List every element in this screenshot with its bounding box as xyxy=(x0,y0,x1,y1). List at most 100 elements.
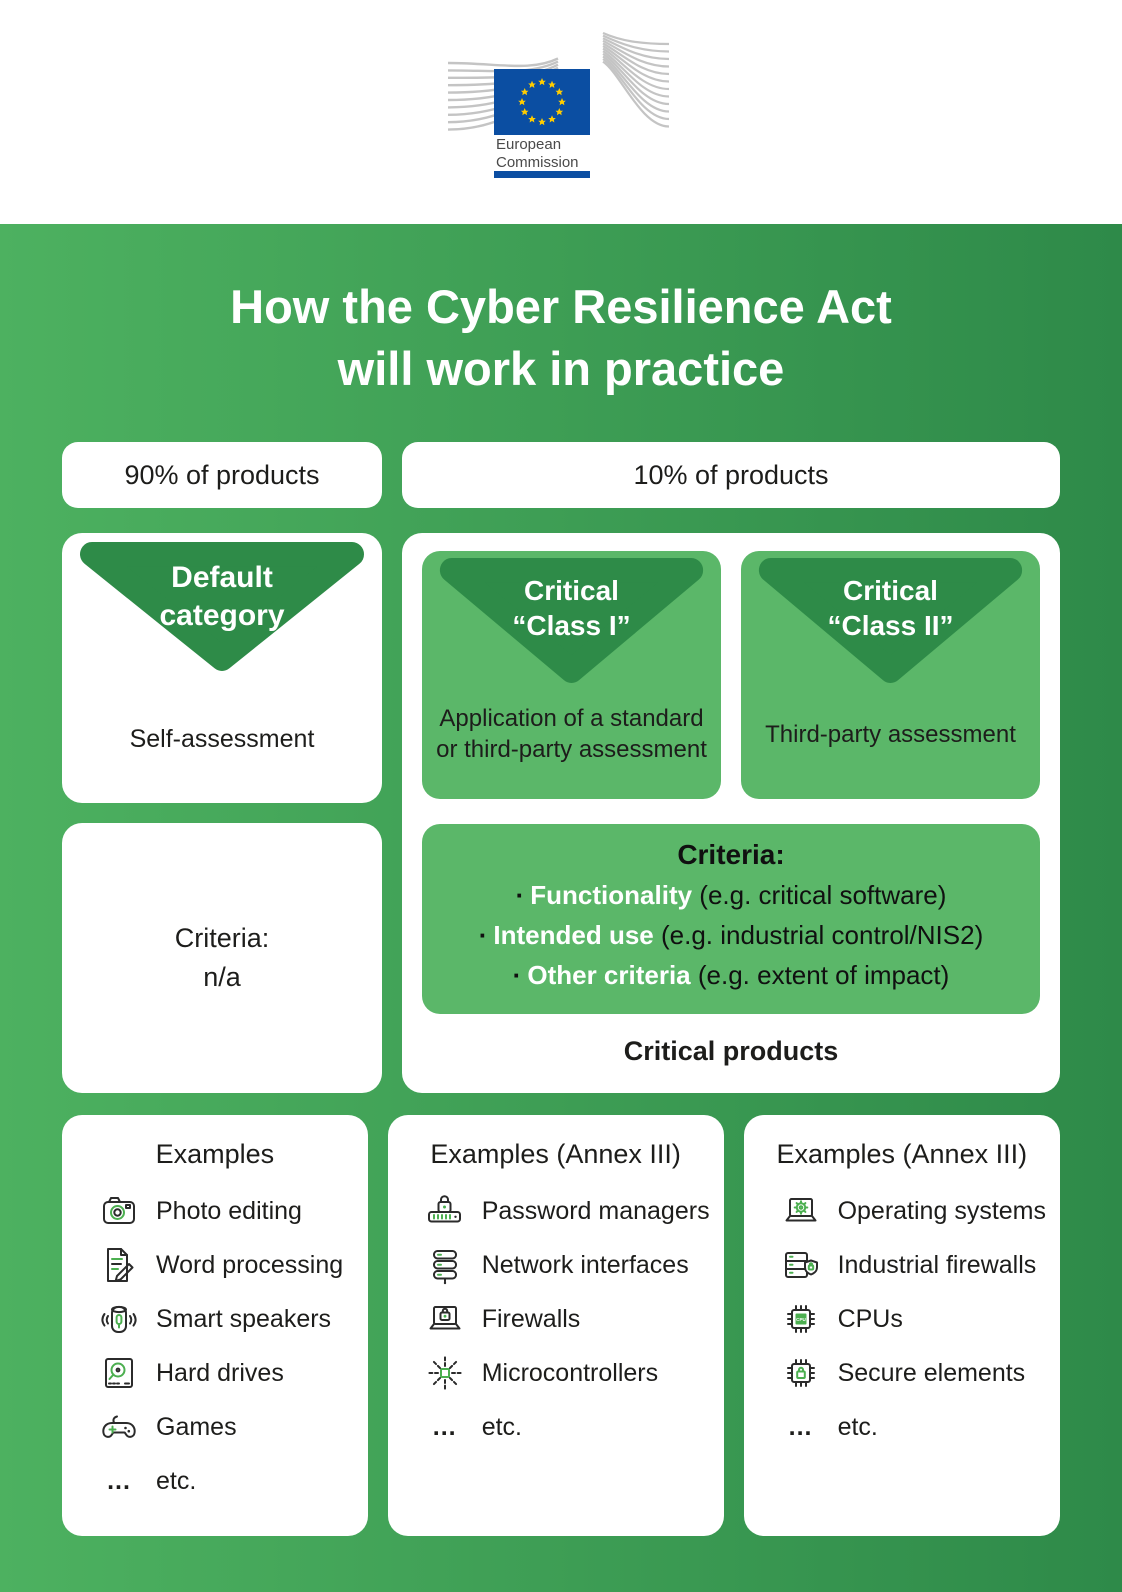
default-category-column: Default category Self-assessment Criteri… xyxy=(62,533,382,1094)
example-label: etc. xyxy=(156,1466,197,1495)
laptop-shield-icon xyxy=(424,1298,466,1340)
page-title-line2: will work in practice xyxy=(337,342,785,396)
example-label: Photo editing xyxy=(156,1196,302,1225)
examples-card-class1: Examples (Annex III) Password managers xyxy=(387,1115,724,1537)
laptop-gear-icon xyxy=(780,1190,822,1232)
camera-icon xyxy=(98,1190,140,1232)
criteria-box-title: Criteria: xyxy=(677,839,785,871)
example-label: Games xyxy=(156,1412,237,1441)
default-category-card: Default category Self-assessment xyxy=(62,533,382,804)
class2-pennant-line2: “Class II” xyxy=(827,610,954,642)
class2-pennant-line1: Critical xyxy=(843,575,938,607)
list-item: Secure elements xyxy=(758,1346,1046,1400)
ellipsis-glyph: ... xyxy=(107,1466,131,1495)
pennant-shape xyxy=(758,558,1023,683)
criteria-rest: (e.g. extent of impact) xyxy=(697,960,950,991)
criteria-keyword: Other criteria xyxy=(527,960,691,991)
logo-blue-bar xyxy=(494,171,590,178)
server-shield-icon xyxy=(780,1244,822,1286)
page-header: European Commission xyxy=(0,24,1122,224)
example-label: Hard drives xyxy=(156,1358,284,1387)
list-item: Microcontrollers xyxy=(402,1346,710,1400)
example-label: Operating systems xyxy=(837,1196,1046,1225)
cpu-chip-icon: CPU xyxy=(780,1298,822,1340)
cpu-icon-text: CPU xyxy=(796,1317,806,1322)
criteria-na-line2: n/a xyxy=(203,962,241,993)
pennant-shape xyxy=(439,558,704,683)
ellipsis-icon: ... xyxy=(98,1460,140,1502)
ellipsis-icon: ... xyxy=(424,1406,466,1448)
list-item: Password managers xyxy=(402,1184,710,1238)
criteria-rest: (e.g. industrial control/NIS2) xyxy=(661,920,984,951)
critical-class1-card: Critical “Class I” Application of a stan… xyxy=(422,551,721,800)
example-label: etc. xyxy=(481,1412,522,1441)
criteria-box: Criteria: ·Functionality (e.g. critical … xyxy=(422,824,1040,1015)
list-item: Hard drives xyxy=(76,1346,354,1400)
logo-wordmark: European Commission xyxy=(496,136,579,171)
critical-class2-card: Critical “Class II” Third-party assessme… xyxy=(741,551,1040,800)
hard-drive-icon xyxy=(98,1352,140,1394)
ellipsis-glyph: ... xyxy=(788,1412,813,1441)
bullet-dot: · xyxy=(515,880,525,911)
eu-flag-icon xyxy=(494,69,590,135)
class2-pennant-label: Critical “Class II” xyxy=(741,573,1040,643)
list-item: Word processing xyxy=(76,1238,354,1292)
chip-lock-icon xyxy=(780,1352,822,1394)
critical-categories-card: Critical “Class I” Application of a stan… xyxy=(402,533,1060,1094)
examples-card-default: Examples Photo editing xyxy=(62,1115,368,1537)
ellipsis-glyph: ... xyxy=(432,1412,457,1441)
logo-right-wing-icon xyxy=(602,31,670,128)
criteria-item-functionality: ·Functionality (e.g. critical software) xyxy=(430,880,1032,911)
european-commission-logo: European Commission xyxy=(448,24,674,182)
class1-pennant-line2: “Class I” xyxy=(512,610,631,642)
criteria-rest: (e.g. critical software) xyxy=(699,880,947,911)
list-item: ... etc. xyxy=(76,1454,354,1508)
example-label: Network interfaces xyxy=(481,1250,689,1279)
critical-products-label: Critical products xyxy=(623,1036,839,1067)
page-title-line1: How the Cyber Resilience Act xyxy=(230,280,892,333)
category-row: Default category Self-assessment Criteri… xyxy=(62,533,1060,1094)
criteria-item-other: ·Other criteria (e.g. extent of impact) xyxy=(430,960,1032,991)
list-item: Firewalls xyxy=(402,1292,710,1346)
default-pennant-line2: category xyxy=(159,598,285,632)
examples-row: Examples Photo editing xyxy=(62,1115,1060,1537)
default-pennant-line1: Default xyxy=(171,561,273,595)
default-category-pennant-label: Default category xyxy=(62,559,382,634)
examples-card-class2: Examples (Annex III) Operating systems xyxy=(743,1115,1060,1537)
example-label: Firewalls xyxy=(481,1304,581,1333)
microchip-burst-icon xyxy=(424,1352,466,1394)
server-stack-icon xyxy=(424,1244,466,1286)
examples-title: Examples (Annex III) xyxy=(430,1139,681,1170)
examples-title: Examples (Annex III) xyxy=(776,1139,1028,1170)
example-label: Microcontrollers xyxy=(481,1358,659,1387)
smart-speaker-icon xyxy=(98,1298,140,1340)
example-label: etc. xyxy=(837,1412,878,1441)
page-title: How the Cyber Resilience Act will work i… xyxy=(62,276,1060,400)
examples-title: Examples xyxy=(155,1139,275,1170)
list-item: Industrial firewalls xyxy=(758,1238,1046,1292)
class1-pennant-label: Critical “Class I” xyxy=(422,573,721,643)
example-label: Word processing xyxy=(156,1250,344,1279)
bullet-dot: · xyxy=(478,920,488,951)
list-item: Operating systems xyxy=(758,1184,1046,1238)
pill-10-percent: 10% of products xyxy=(402,442,1060,509)
list-item: ... etc. xyxy=(402,1400,710,1454)
criteria-keyword: Intended use xyxy=(493,920,654,951)
list-item: CPU CPUs xyxy=(758,1292,1046,1346)
ellipsis-icon: ... xyxy=(780,1406,822,1448)
criteria-item-intended-use: ·Intended use (e.g. industrial control/N… xyxy=(430,920,1032,951)
class1-pennant-line1: Critical xyxy=(524,575,619,607)
password-lock-icon xyxy=(424,1190,466,1232)
pill-90-percent: 90% of products xyxy=(62,442,382,509)
class2-body: Third-party assessment xyxy=(765,721,1016,749)
list-item: ... etc. xyxy=(758,1400,1046,1454)
example-label: CPUs xyxy=(837,1304,903,1333)
list-item: Games xyxy=(76,1400,354,1454)
example-label: Secure elements xyxy=(837,1358,1026,1387)
critical-class-row: Critical “Class I” Application of a stan… xyxy=(422,551,1040,800)
bullet-dot: · xyxy=(512,960,522,991)
logo-wordmark-line1: European xyxy=(496,136,562,153)
gamepad-icon xyxy=(98,1406,140,1448)
list-item: Network interfaces xyxy=(402,1238,710,1292)
criteria-na-line1: Criteria: xyxy=(174,922,270,953)
